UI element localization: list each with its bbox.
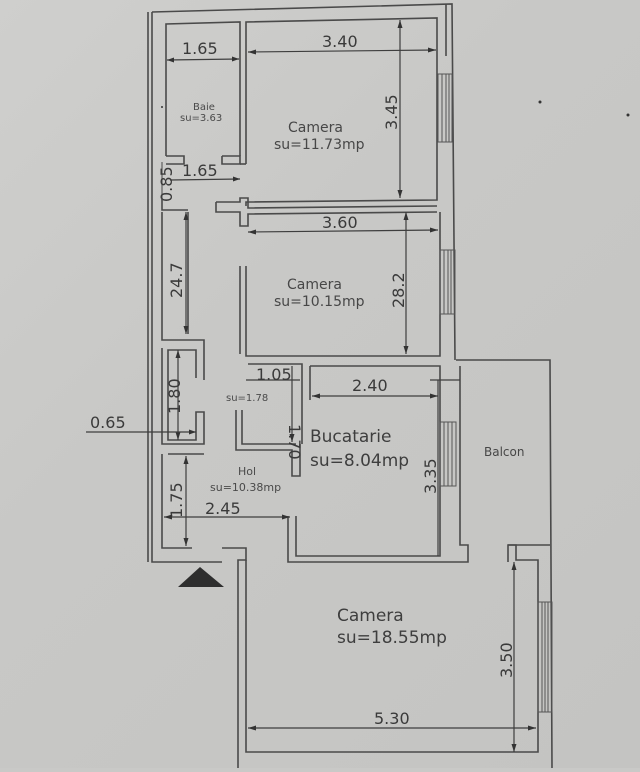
- room-area-camera-2: su=10.15mp: [274, 294, 365, 310]
- room-area-debara: su=1.78: [226, 393, 268, 404]
- room-camera-1: 3.40 3.45 Camera su=11.73mp: [240, 17, 453, 206]
- room-label-camera-3: Camera: [337, 606, 404, 626]
- dim-camera2-width: 3.60: [322, 213, 358, 232]
- dim-camera1-height: 3.45: [382, 94, 401, 130]
- room-area-camera-1: su=11.73mp: [274, 137, 365, 153]
- room-label-baie: Baie: [193, 102, 215, 113]
- room-hol: 2.45 Hol su=10.38mp: [164, 465, 290, 520]
- entrance-triangle-icon: [178, 567, 224, 587]
- dim-065: 0.65: [90, 413, 126, 432]
- dim-camera3-width: 5.30: [374, 709, 410, 728]
- room-bucatarie: 2.40 3.35 Bucatarie su=8.04mp: [287, 365, 469, 563]
- room-debara: 1.05 1.70 su=1.78: [226, 363, 304, 477]
- room-camera-3: 5.30 3.50 Camera su=18.55mp: [222, 544, 553, 768]
- dim-247: 24.7: [167, 262, 186, 298]
- dim-baie-lower-width: 1.65: [182, 161, 218, 180]
- dim-closet-width: 1.05: [256, 365, 292, 384]
- interior-wall-1: [215, 197, 438, 227]
- dim-kitchen-width: 2.40: [352, 376, 388, 395]
- room-baie: 1.65 Baie su=3.63 1.65 0.85: [157, 21, 241, 211]
- room-label-hol: Hol: [238, 465, 256, 478]
- dim-hall-width: 2.45: [205, 499, 241, 518]
- dim-085: 0.85: [157, 166, 176, 202]
- dim-camera1-width: 3.40: [322, 32, 358, 51]
- dim-175: 1.75: [167, 482, 186, 518]
- left-corridor: 24.7 1.80 0.65 1.75: [86, 212, 205, 549]
- dim-180: 1.80: [165, 378, 184, 414]
- room-area-baie: su=3.63: [180, 113, 222, 124]
- dim-camera3-height: 3.50: [497, 642, 516, 678]
- room-camera-2: 3.60 28.2 Camera su=10.15mp: [239, 212, 456, 357]
- room-label-camera-1: Camera: [288, 120, 343, 136]
- outer-walls: [147, 3, 456, 563]
- dim-baie-width: 1.65: [182, 39, 218, 58]
- room-label-camera-2: Camera: [287, 277, 342, 293]
- dim-camera2-height: 28.2: [389, 272, 408, 308]
- room-area-bucatarie: su=8.04mp: [310, 451, 409, 471]
- room-area-hol: su=10.38mp: [210, 481, 281, 494]
- room-label-bucatarie: Bucatarie: [310, 427, 391, 447]
- room-area-camera-3: su=18.55mp: [337, 628, 447, 648]
- dim-kitchen-height: 3.35: [421, 458, 440, 494]
- room-label-balcon: Balcon: [484, 445, 524, 459]
- dim-closet-height: 1.70: [285, 424, 304, 460]
